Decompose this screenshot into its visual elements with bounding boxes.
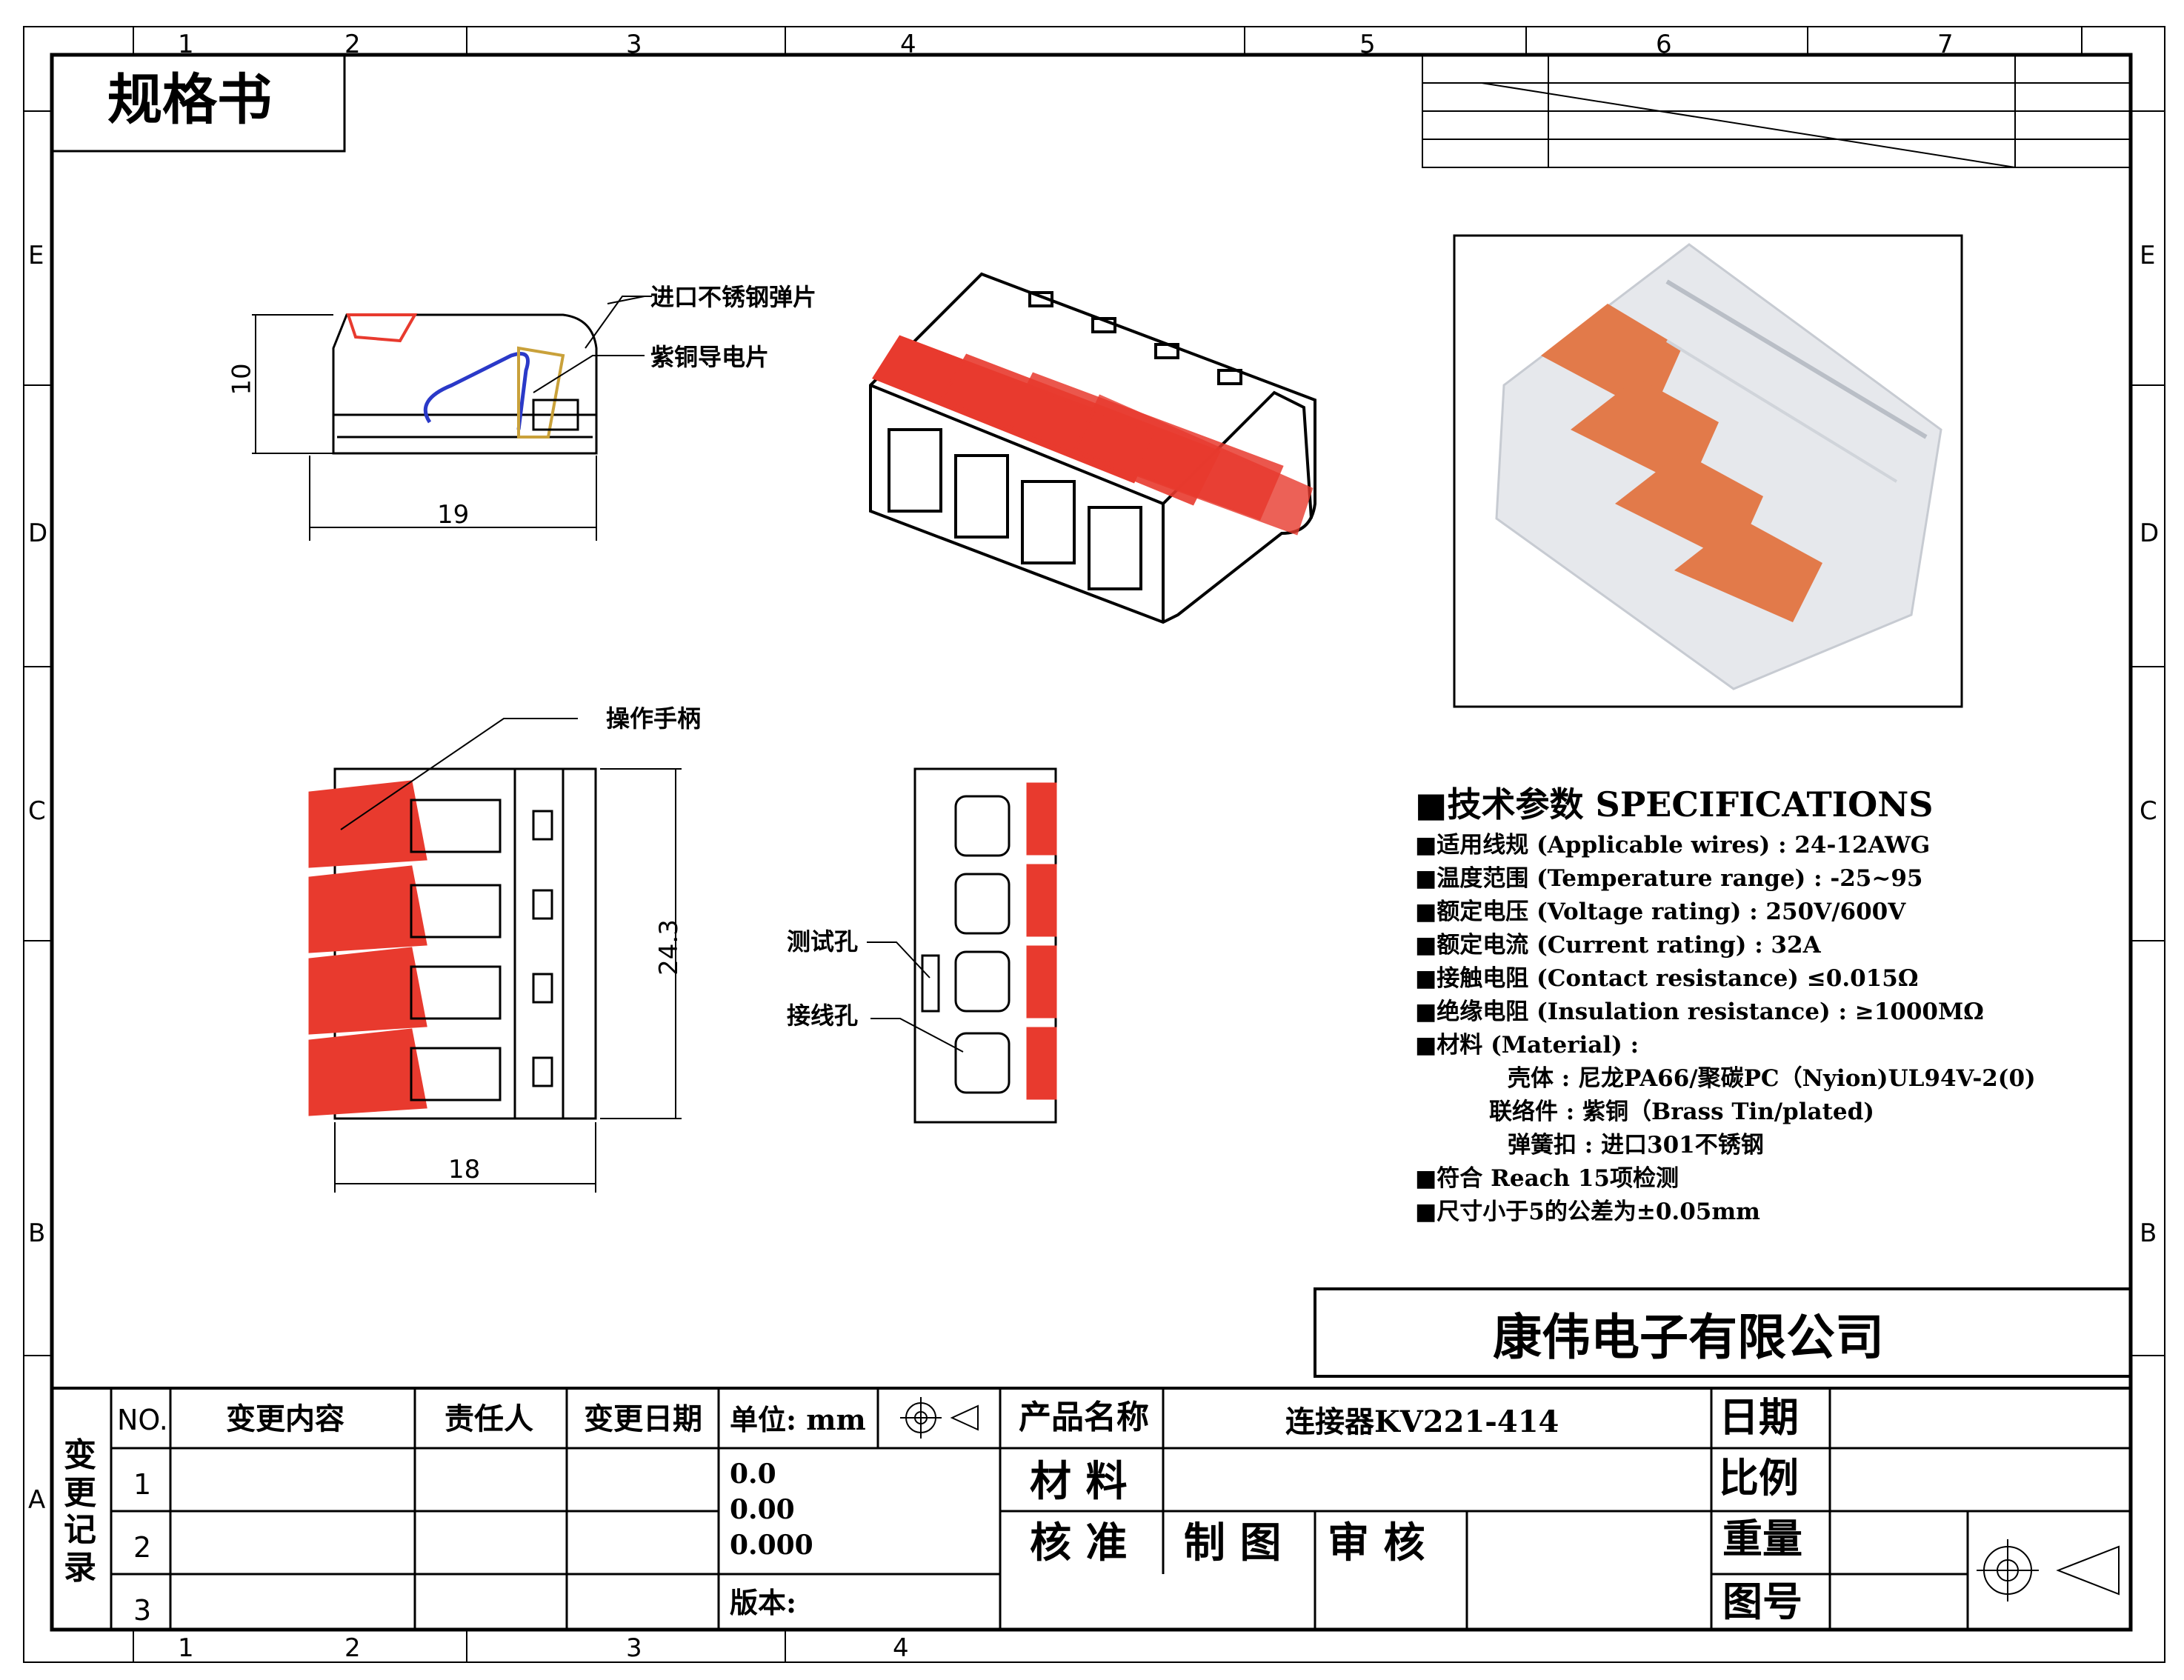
spec-line: ■材料 (Material) :	[1415, 1032, 1639, 1059]
spec-line: ■额定电流 (Current rating) : 32A	[1415, 932, 1821, 959]
spec-line: ■尺寸小于5的公差为±0.05mm	[1415, 1199, 1760, 1225]
spec-line: 联络件 : 紫铜（Brass Tin/plated)	[1489, 1099, 1874, 1125]
zone-row-A: A	[28, 1485, 46, 1515]
version-label: 版本:	[730, 1586, 797, 1619]
spec-line: ■符合 Reach 15项检测	[1415, 1165, 1679, 1192]
tolerance-2: 0.00	[730, 1494, 795, 1525]
side-view-drawing	[252, 296, 652, 541]
zone-col-3: 3	[626, 30, 642, 59]
zone-bottom-col-3: 3	[626, 1633, 642, 1663]
dim-depth: 18	[448, 1155, 481, 1184]
dim-length: 19	[437, 500, 470, 530]
spec-line: 弹簧扣 : 进口301不锈钢	[1508, 1132, 1764, 1159]
change-date-header: 变更日期	[584, 1401, 702, 1436]
product-name: 连接器KV221-414	[1285, 1404, 1559, 1439]
scale-label: 比例	[1719, 1454, 1799, 1501]
document-title: 规格书	[107, 68, 272, 132]
dim-height: 10	[227, 363, 257, 396]
zone-row-C: C	[28, 796, 46, 826]
product-photo	[1495, 243, 1942, 690]
zone-col-5: 5	[1359, 30, 1376, 59]
row-number: 2	[133, 1531, 152, 1564]
isometric-view-drawing	[869, 272, 1316, 624]
drawing-number-label: 图号	[1722, 1578, 1802, 1625]
change-record-label: 变更记录	[64, 1436, 96, 1587]
callout-spring: 进口不锈钢弹片	[650, 283, 817, 311]
spec-line: ■接触电阻 (Contact resistance) ≤0.015Ω	[1415, 965, 1919, 992]
zone-col-6: 6	[1656, 30, 1672, 59]
zone-row-D-right: D	[2140, 519, 2160, 548]
row-number: 1	[133, 1468, 152, 1501]
company-name: 康伟电子有限公司	[1493, 1308, 1884, 1366]
dim-width: 24.3	[653, 919, 684, 976]
zone-row-B: B	[28, 1219, 46, 1248]
zone-bottom-col-4: 4	[893, 1633, 909, 1663]
zone-col-1: 1	[178, 30, 194, 59]
zone-row-B-right: B	[2140, 1219, 2157, 1248]
callout-test-hole: 测试孔	[787, 927, 859, 956]
unit-label: 单位: mm	[730, 1403, 866, 1436]
draw-label: 制 图	[1184, 1519, 1282, 1567]
responsible-header: 责任人	[445, 1401, 533, 1436]
product-name-label: 产品名称	[1019, 1399, 1149, 1436]
tolerance-1: 0.0	[730, 1459, 776, 1490]
zone-col-7: 7	[1937, 30, 1954, 59]
zone-row-D: D	[28, 519, 48, 548]
callout-wire-hole: 接线孔	[787, 1001, 859, 1030]
date-label: 日期	[1719, 1393, 1799, 1441]
specs-heading: ■技术参数 SPECIFICATIONS	[1415, 784, 1934, 824]
zone-row-C-right: C	[2140, 796, 2157, 826]
zone-col-4: 4	[900, 30, 916, 59]
callout-copper: 紫铜导电片	[650, 343, 770, 371]
spec-line: ■适用线规 (Applicable wires) : 24-12AWG	[1415, 832, 1931, 859]
top-view-drawing	[308, 718, 682, 1193]
front-view-drawing	[867, 767, 1057, 1124]
review-label: 审 核	[1328, 1519, 1425, 1567]
spec-line: ■额定电压 (Voltage rating) : 250V/600V	[1415, 899, 1906, 925]
no-header: NO.	[117, 1404, 168, 1436]
zone-bottom-col-1: 1	[178, 1633, 194, 1663]
approve-label: 核 准	[1030, 1519, 1128, 1567]
tolerance-3: 0.000	[730, 1530, 813, 1561]
spec-line: ■温度范围 (Temperature range) : -25~95	[1415, 865, 1923, 892]
change-content-header: 变更内容	[226, 1401, 344, 1436]
spec-line: 壳体 : 尼龙PA66/聚碳PC（Nyion)UL94V-2(0)	[1508, 1065, 2036, 1092]
zone-col-2: 2	[344, 30, 361, 59]
zone-row-E-right: E	[2140, 241, 2156, 270]
zone-row-E: E	[28, 241, 44, 270]
spec-line: ■绝缘电阻 (Insulation resistance) : ≥1000MΩ	[1415, 999, 1984, 1025]
callout-handle: 操作手柄	[606, 704, 702, 733]
zone-bottom-col-2: 2	[344, 1633, 361, 1663]
row-number: 3	[133, 1594, 152, 1627]
material-label: 材 料	[1030, 1457, 1128, 1506]
weight-label: 重量	[1722, 1515, 1802, 1562]
